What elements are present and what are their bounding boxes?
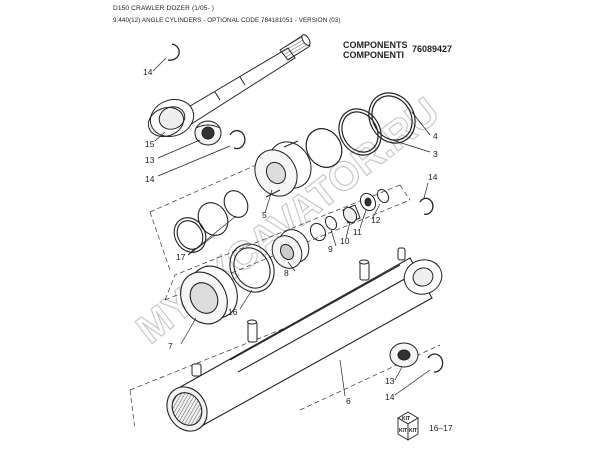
gland-nut xyxy=(271,229,310,269)
callout-17: 17 xyxy=(176,252,186,262)
piston-rod xyxy=(174,34,311,129)
callout-9: 9 xyxy=(328,244,333,254)
kit-label-left: KIT xyxy=(399,428,407,434)
gland-rings xyxy=(173,190,249,253)
components-label: COMPONENTS xyxy=(343,40,408,50)
hydraulic-ports xyxy=(191,247,406,377)
callout-13: 13 xyxy=(145,155,155,165)
drawing-subtitle: 9.440(12) ANGLE CYLINDERS - OPTIONAL COD… xyxy=(113,17,341,24)
componenti-label: COMPONENTI xyxy=(343,50,405,60)
small-parts-right xyxy=(309,188,390,242)
callout-3: 3 xyxy=(433,149,438,159)
snap-ring-top xyxy=(229,129,246,150)
callout-14: 14 xyxy=(143,67,153,77)
leader-lines xyxy=(152,57,431,397)
rod-eye xyxy=(147,98,195,138)
drawing-title: D150 CRAWLER DOZER (1/05- ) xyxy=(113,5,215,12)
kit-label-right: KIT xyxy=(409,428,417,434)
callout-7: 7 xyxy=(168,341,173,351)
callout-6: 6 xyxy=(346,396,351,406)
callout-14: 14 xyxy=(385,392,395,402)
callout-8: 8 xyxy=(284,268,289,278)
callout-14: 14 xyxy=(428,172,438,182)
callout-11: 11 xyxy=(353,227,362,237)
callout-15: 15 xyxy=(145,139,155,149)
callout-14: 14 xyxy=(145,174,155,184)
kit-range-label: 16–17 xyxy=(429,423,453,433)
spherical-bearing-top xyxy=(194,120,222,146)
callout-16: 16 xyxy=(228,307,238,317)
snap-ring-bottom xyxy=(427,353,444,373)
guide-rings xyxy=(180,243,275,325)
callout-12: 12 xyxy=(371,215,381,225)
callout-10: 10 xyxy=(340,236,350,246)
cylinder-eye xyxy=(403,259,443,295)
snap-ring-right xyxy=(419,197,434,215)
cylinder-barrel xyxy=(166,257,433,432)
kit-label-top: KIT xyxy=(402,416,410,422)
snap-ring-upper xyxy=(167,43,180,61)
callout-13: 13 xyxy=(385,376,395,386)
callout-4: 4 xyxy=(433,131,438,141)
kit-cube-icon: KIT KIT KIT xyxy=(397,411,419,441)
piston-head xyxy=(254,140,312,198)
spherical-bearing-bottom xyxy=(389,342,419,368)
part-number: 76089427 xyxy=(412,44,453,54)
seal-rings xyxy=(305,92,416,168)
callout-5: 5 xyxy=(262,210,267,220)
